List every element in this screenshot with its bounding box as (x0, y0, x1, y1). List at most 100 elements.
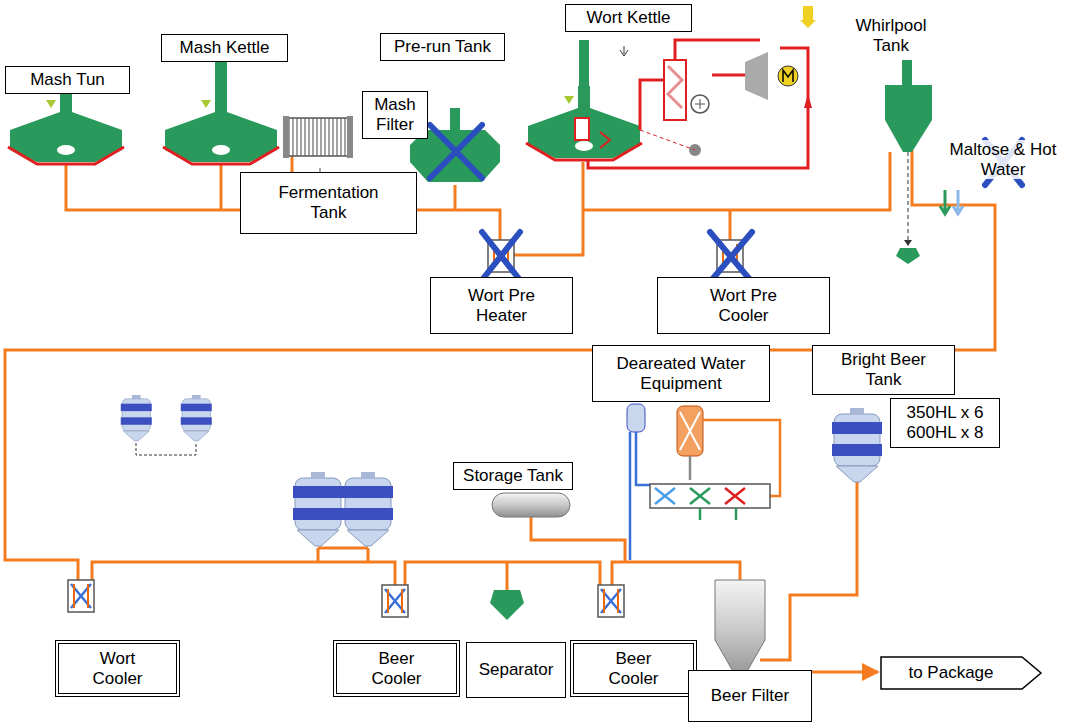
process-pipes (514, 162, 583, 255)
mash-filter-symbol (287, 118, 349, 156)
deaerated-water-equipment (690, 488, 710, 504)
wort-kettle-vessel (526, 40, 642, 160)
equipment-label: Wort Cooler (55, 640, 180, 697)
equipment-label: Pre-run Tank (380, 33, 505, 61)
mash-filter-symbol (283, 116, 353, 178)
vapour-recompression-loop (664, 60, 686, 120)
process-pipes (405, 562, 600, 585)
node-text: Beer Cooler (594, 649, 674, 688)
pre-run-tank-vessel (450, 108, 460, 130)
vapour-recompression-loop (588, 48, 808, 168)
vapour-recompression-loop (668, 66, 682, 108)
fermentation-tank-symbol (343, 472, 393, 546)
process-pipes (5, 150, 995, 672)
vapour-recompression-loop (803, 6, 813, 20)
mash-tun-vessel (8, 90, 124, 164)
equipment-label: Storage Tank (453, 462, 573, 490)
whirlpool-vessel (902, 60, 912, 86)
vapour-recompression-loop (778, 66, 798, 86)
node-text: Beer Cooler (357, 649, 437, 688)
equipment-label: Whirlpool Tank (846, 16, 936, 55)
vapour-recompression-loop (695, 99, 705, 109)
vapour-recompression-loop (640, 130, 695, 150)
separator-symbol (490, 590, 524, 620)
equipment-label: Wort Pre Heater (430, 277, 573, 334)
node-text: Storage Tank (463, 466, 563, 486)
node-text: 350HL x 6 600HL x 8 (900, 403, 990, 442)
heat-exchanger-symbol (68, 580, 94, 612)
whirlpool-vessel (940, 190, 950, 214)
equipment-label: Separator (466, 642, 566, 698)
vapour-recompression-loop (691, 95, 709, 113)
whirlpool-vessel (885, 85, 932, 152)
equipment-label: Mash Filter (362, 91, 428, 139)
deaerated-water-equipment (627, 404, 780, 560)
process-pipes (318, 548, 368, 562)
node-text: Beer Filter (711, 686, 789, 706)
deaerated-water-equipment (689, 456, 692, 480)
yeast-tank-symbol (181, 395, 212, 441)
heat-exchanger-symbol (382, 585, 408, 617)
node-text: Mash Kettle (180, 38, 270, 58)
bright-beer-tank-symbol (832, 408, 882, 482)
yeast-tank-symbol (121, 395, 152, 441)
node-text: Mash Filter (370, 95, 420, 134)
mash-tun-vessel (8, 90, 124, 164)
fermentation-tank-symbol (293, 472, 393, 546)
process-pipes (583, 152, 890, 210)
equipment-label: Wort Kettle (565, 4, 692, 32)
node-text: Wort Pre Heater (457, 286, 547, 325)
deaerated-water-equipment (629, 432, 632, 560)
mash-filter-symbol (347, 116, 353, 158)
process-pipes (729, 210, 732, 240)
process-pipes (506, 562, 509, 590)
wort-kettle-vessel (526, 86, 642, 160)
process-pipes (5, 150, 995, 580)
deaerated-water-equipment (636, 432, 650, 485)
node-text: Pre-run Tank (394, 37, 491, 57)
equipment-label: Mash Tun (5, 66, 130, 94)
fermentation-tank-symbol (293, 472, 343, 546)
beer-filter-symbol (715, 580, 765, 682)
arrow-outline (881, 657, 1041, 689)
vapour-recompression-loop (800, 20, 816, 28)
deaerated-water-equipment (680, 412, 700, 450)
yeast-tank-symbol (136, 443, 196, 455)
whirlpool-vessel (908, 152, 909, 240)
process-pipes (454, 185, 457, 210)
deaerated-water-equipment (627, 404, 645, 432)
mash-kettle-vessel (163, 60, 279, 164)
process-pipes (531, 517, 625, 562)
deaerated-water-equipment (650, 484, 770, 508)
deaerated-water-equipment (677, 406, 703, 456)
destination-arrow: to Package (880, 656, 1042, 690)
node-text: Deareated Water Equipment (606, 354, 756, 393)
removed-equipment-cross (430, 125, 482, 178)
node-text: Bright Beer Tank (834, 350, 934, 389)
deaerated-water-equipment (700, 508, 736, 520)
equipment-label: Wort Pre Cooler (657, 277, 830, 334)
node-text: to Package (908, 663, 993, 683)
mash-filter-symbol (283, 116, 289, 158)
node-text: Wort Cooler (78, 649, 158, 688)
equipment-label: Bright Beer Tank (812, 345, 955, 395)
node-text: Wort Pre Cooler (699, 286, 789, 325)
whirlpool-vessel (904, 240, 912, 246)
equipment-label: Fermentation Tank (240, 172, 417, 234)
equipment-label: Beer Filter (688, 670, 812, 722)
process-pipes (220, 164, 223, 210)
heat-exchanger-symbol (68, 240, 743, 617)
node-text: Mash Tun (30, 70, 105, 90)
vapour-recompression-loop (783, 70, 793, 82)
removed-equipment-cross (430, 125, 1022, 282)
bright-beer-tank-symbol (832, 408, 882, 482)
node-text: Separator (479, 660, 554, 680)
equipment-label: Maltose & Hot Water (940, 140, 1066, 179)
node-text: Wort Kettle (587, 8, 671, 28)
mash-kettle-vessel (163, 90, 279, 164)
equipment-label: Beer Cooler (333, 640, 460, 697)
process-pipes (760, 480, 857, 660)
yeast-tank-symbol (121, 395, 212, 455)
wort-kettle-vessel (620, 46, 628, 56)
